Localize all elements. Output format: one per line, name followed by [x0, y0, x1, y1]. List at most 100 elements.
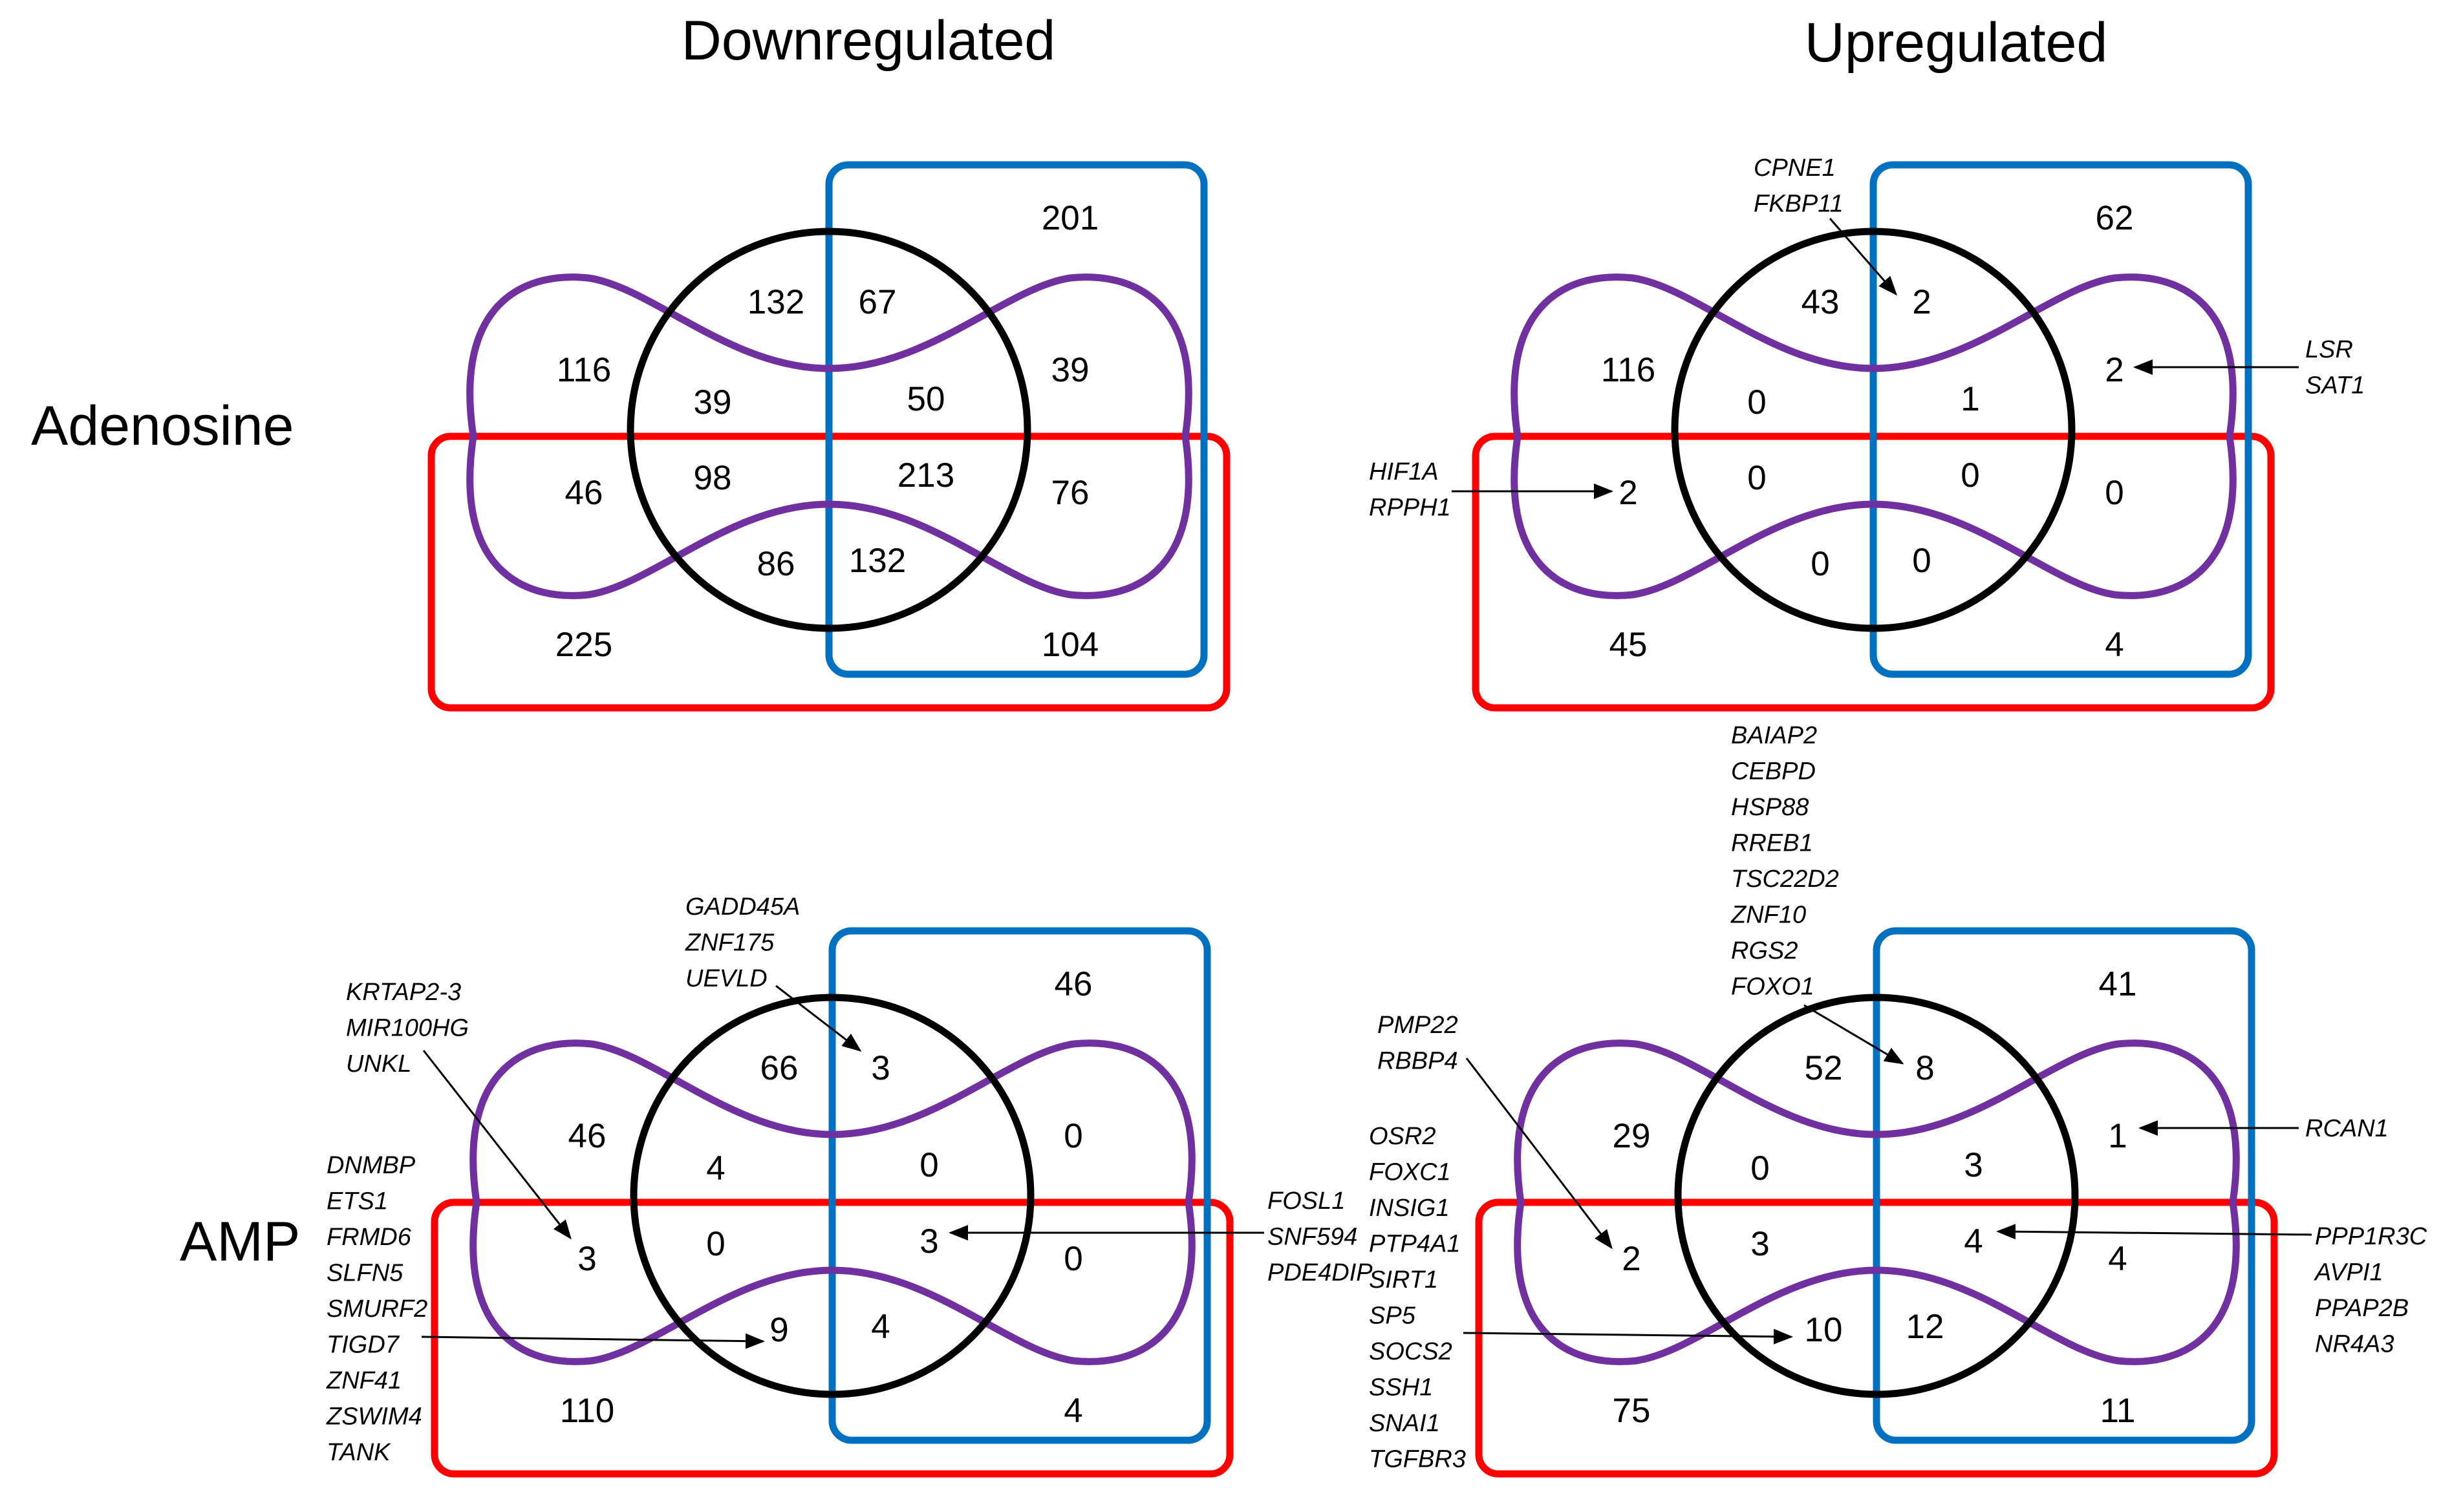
count-purple-red-left: 46 — [565, 474, 603, 512]
column-header-downregulated: Downregulated — [682, 10, 1055, 72]
count-circle-purple-right: 0 — [919, 1146, 938, 1184]
count-red-only: 110 — [560, 1392, 615, 1430]
count-circle-top-right: 67 — [859, 283, 897, 321]
gene-label: SOCS2 — [1369, 1338, 1452, 1365]
count-circle-bottom-right: 0 — [1912, 542, 1931, 580]
count-all-sets: 4 — [1964, 1222, 1983, 1261]
count-circle-top-left: 66 — [760, 1049, 799, 1087]
count-circle-top-left: 52 — [1805, 1049, 1843, 1087]
count-purple-left: 29 — [1613, 1117, 1651, 1155]
gene-label: SSH1 — [1369, 1374, 1433, 1401]
blue-set-rect — [828, 927, 1211, 1444]
count-circle-bottom-left: 0 — [1811, 545, 1829, 583]
count-all-sets: 213 — [898, 456, 954, 495]
gene-label: BAIAP2 — [1731, 722, 1817, 749]
count-purple-red-left: 3 — [577, 1240, 596, 1278]
column-header-upregulated: Upregulated — [1805, 12, 2108, 74]
venn-panel-amp-down: 46 66 3 46 4 0 0 3 0 3 0 9 4 110 4 — [431, 927, 1234, 1478]
venn-panel-adenosine-up: 62 43 2 116 0 1 2 2 0 0 0 0 0 45 4 — [1472, 161, 2275, 712]
count-red-only: 45 — [1609, 626, 1648, 664]
count-purple-left: 116 — [557, 351, 612, 389]
gene-label: PMP22 — [1377, 1012, 1458, 1039]
count-circle-purple-red-left: 0 — [1747, 459, 1766, 497]
annotation-arrows — [421, 218, 2312, 1349]
gene-label: INSIG1 — [1369, 1195, 1450, 1222]
gene-label: PDE4DIP — [1267, 1259, 1373, 1286]
gene-label: UNKL — [346, 1050, 411, 1078]
gene-label: SAT1 — [2305, 372, 2365, 399]
count-red-only: 225 — [555, 626, 612, 664]
count-purple-red-left: 2 — [1622, 1240, 1640, 1278]
gene-label: HSP88 — [1731, 794, 1809, 821]
gene-label: AVPI1 — [2314, 1259, 2383, 1286]
blue-set-rect — [1869, 161, 2252, 678]
gene-label: PPP1R3C — [2315, 1223, 2427, 1250]
gene-label: NR4A3 — [2315, 1331, 2394, 1358]
arrow-adenosine-up-top — [1829, 218, 1897, 296]
count-circle-purple-left: 4 — [706, 1149, 725, 1187]
count-purple-red-right: 0 — [1064, 1240, 1082, 1278]
count-purple-right: 39 — [1051, 351, 1090, 389]
black-set-circle — [1671, 228, 2076, 632]
gene-label: ZNF41 — [326, 1367, 402, 1394]
count-circle-purple-red-left: 0 — [706, 1225, 725, 1263]
count-red-blue: 104 — [1042, 626, 1099, 664]
count-purple-right: 0 — [1064, 1117, 1082, 1155]
count-circle-purple-left: 0 — [1747, 383, 1766, 421]
gene-label: PPAP2B — [2315, 1295, 2409, 1322]
count-circle-bottom-right: 132 — [849, 542, 906, 580]
count-purple-red-right: 76 — [1051, 474, 1090, 512]
row-header-adenosine: Adenosine — [31, 395, 294, 457]
gene-label: SMURF2 — [327, 1295, 427, 1323]
gene-label: SLFN5 — [327, 1260, 403, 1287]
arrow-amp-down-top-left — [422, 1050, 572, 1240]
count-blue-only: 41 — [2099, 965, 2137, 1003]
gene-label: CEBPD — [1731, 758, 1816, 785]
gene-label: TANK — [327, 1439, 391, 1466]
black-set-circle — [627, 228, 1031, 632]
gene-label: SP5 — [1369, 1303, 1416, 1330]
gene-label: RCAN1 — [2305, 1115, 2389, 1142]
gene-label: RREB1 — [1731, 830, 1813, 857]
gene-label: ZSWIM4 — [326, 1403, 422, 1431]
gene-label: KRTAP2-3 — [346, 979, 461, 1006]
arrow-amp-down-top — [775, 985, 862, 1052]
arrow-amp-up-right-bottom — [1996, 1224, 2312, 1240]
gene-list-amp-up-right-top: RCAN1 — [2305, 1115, 2389, 1142]
count-red-blue: 4 — [2105, 626, 2124, 664]
venn-panel-adenosine-down: 201 132 67 116 39 50 39 46 98 213 76 86 … — [427, 161, 1231, 712]
count-circle-bottom-left: 9 — [769, 1311, 788, 1349]
count-circle-bottom-right: 12 — [1906, 1308, 1944, 1346]
count-blue-only: 201 — [1042, 199, 1099, 237]
count-purple-left: 116 — [1601, 351, 1656, 389]
count-circle-bottom-left: 86 — [757, 545, 795, 583]
count-purple-red-right: 0 — [2105, 474, 2124, 512]
count-purple-red-right: 4 — [2108, 1240, 2127, 1278]
count-blue-only: 62 — [2096, 199, 2134, 237]
gene-label: TIGD7 — [327, 1332, 400, 1359]
gene-label: MIR100HG — [346, 1015, 469, 1042]
gene-label: PTP4A1 — [1369, 1231, 1461, 1258]
count-circle-bottom-right: 4 — [871, 1308, 890, 1346]
arrow-amp-up-left — [1463, 1328, 1793, 1345]
count-circle-top-left: 132 — [747, 283, 804, 321]
gene-label: ETS1 — [327, 1188, 388, 1215]
gene-label: FOXO1 — [1731, 974, 1814, 1001]
black-set-circle — [630, 994, 1035, 1398]
count-circle-top-right: 8 — [1915, 1049, 1934, 1087]
arrow-amp-up-top — [1803, 1004, 1904, 1065]
purple-set-shape — [1511, 273, 2237, 599]
count-circle-purple-left: 0 — [1750, 1149, 1769, 1187]
gene-label: FRMD6 — [327, 1224, 412, 1251]
count-circle-purple-right: 50 — [907, 380, 945, 418]
gene-label: DNMBP — [327, 1152, 416, 1179]
count-circle-bottom-left: 10 — [1805, 1311, 1843, 1349]
